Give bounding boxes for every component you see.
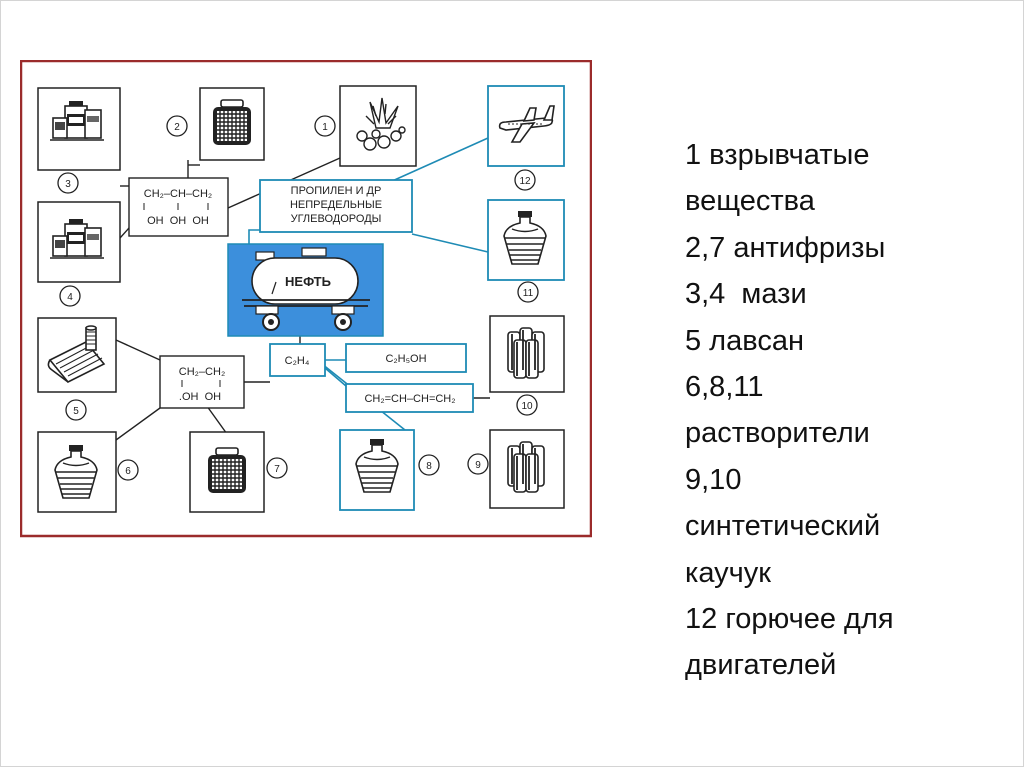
legend-line: двигателей	[685, 649, 837, 682]
marker-1: 1	[322, 122, 328, 133]
marker-5: 5	[73, 406, 79, 417]
legend-line: 2,7 антифризы	[685, 231, 886, 264]
glycol-formula-top: CH₂–CH₂	[179, 366, 225, 378]
marker-3: 3	[65, 179, 71, 190]
marker-9: 9	[475, 460, 481, 471]
oil-products-diagram: НЕФТЬ ПРОПИЛЕН И ДР НЕПРЕДЕЛЬНЫЕ УГЛЕВОД…	[19, 59, 593, 538]
marker-7: 7	[274, 464, 280, 475]
oil-label: НЕФТЬ	[285, 274, 331, 289]
legend-line: 1 взрывчатые	[685, 139, 870, 171]
marker-12: 12	[519, 176, 531, 187]
legend-line: растворители	[685, 417, 870, 450]
legend-line: 12 горючее для	[685, 603, 894, 636]
number-markers: 3 2 1 12 4 11 5 10 6 7 8 9	[57, 115, 539, 481]
ethanol-box: C₂H₅OH	[345, 343, 467, 373]
propylene-line-2: НЕПРЕДЕЛЬНЫЕ	[290, 199, 382, 211]
legend-line: 5 лавсан	[685, 324, 804, 357]
rubber-rolls-icon	[507, 327, 545, 379]
legend-line: 6,8,11	[685, 371, 764, 404]
marker-11: 11	[523, 288, 534, 299]
legend-line: каучук	[685, 556, 771, 589]
propylene-line-1: ПРОПИЛЕН И ДР	[291, 185, 382, 197]
propylene-line-3: УГЛЕВОДОРОДЫ	[291, 213, 382, 225]
rubber-rolls-icon	[507, 441, 545, 493]
legend-line: синтетический	[685, 510, 881, 543]
ethylene-formula: C₂H₄	[285, 355, 310, 367]
marker-8: 8	[426, 461, 432, 472]
glycol-formula-bottom: .OH OH	[179, 391, 221, 403]
glycerol-formula-top: CH₂–CH–CH₂	[144, 188, 212, 200]
marker-6: 6	[125, 466, 131, 477]
legend-line: 3,4 мази	[685, 278, 807, 311]
marker-4: 4	[67, 292, 73, 303]
glycerol-box: CH₂–CH–CH₂ OH OH OH	[128, 177, 229, 237]
ethanol-formula: C₂H₅OH	[385, 353, 426, 365]
butadiene-box: CH₂=CH–CH=CH₂	[345, 383, 474, 413]
ethylene-box: C₂H₄	[269, 343, 326, 377]
propylene-box: ПРОПИЛЕН И ДР НЕПРЕДЕЛЬНЫЕ УГЛЕВОДОРОДЫ	[259, 179, 413, 233]
marker-2: 2	[174, 122, 180, 133]
legend-text: 1 взрывчатые вещества 2,7 антифризы 3,4 …	[685, 132, 1015, 689]
oil-tank-car: НЕФТЬ	[227, 243, 384, 337]
legend-line: 9,10	[685, 463, 742, 496]
butadiene-formula: CH₂=CH–CH=CH₂	[364, 393, 455, 405]
glycol-box: CH₂–CH₂ .OH OH	[159, 355, 245, 409]
legend-line: вещества	[685, 185, 815, 218]
marker-10: 10	[521, 401, 533, 412]
glycerol-formula-bottom: OH OH OH	[147, 215, 209, 227]
